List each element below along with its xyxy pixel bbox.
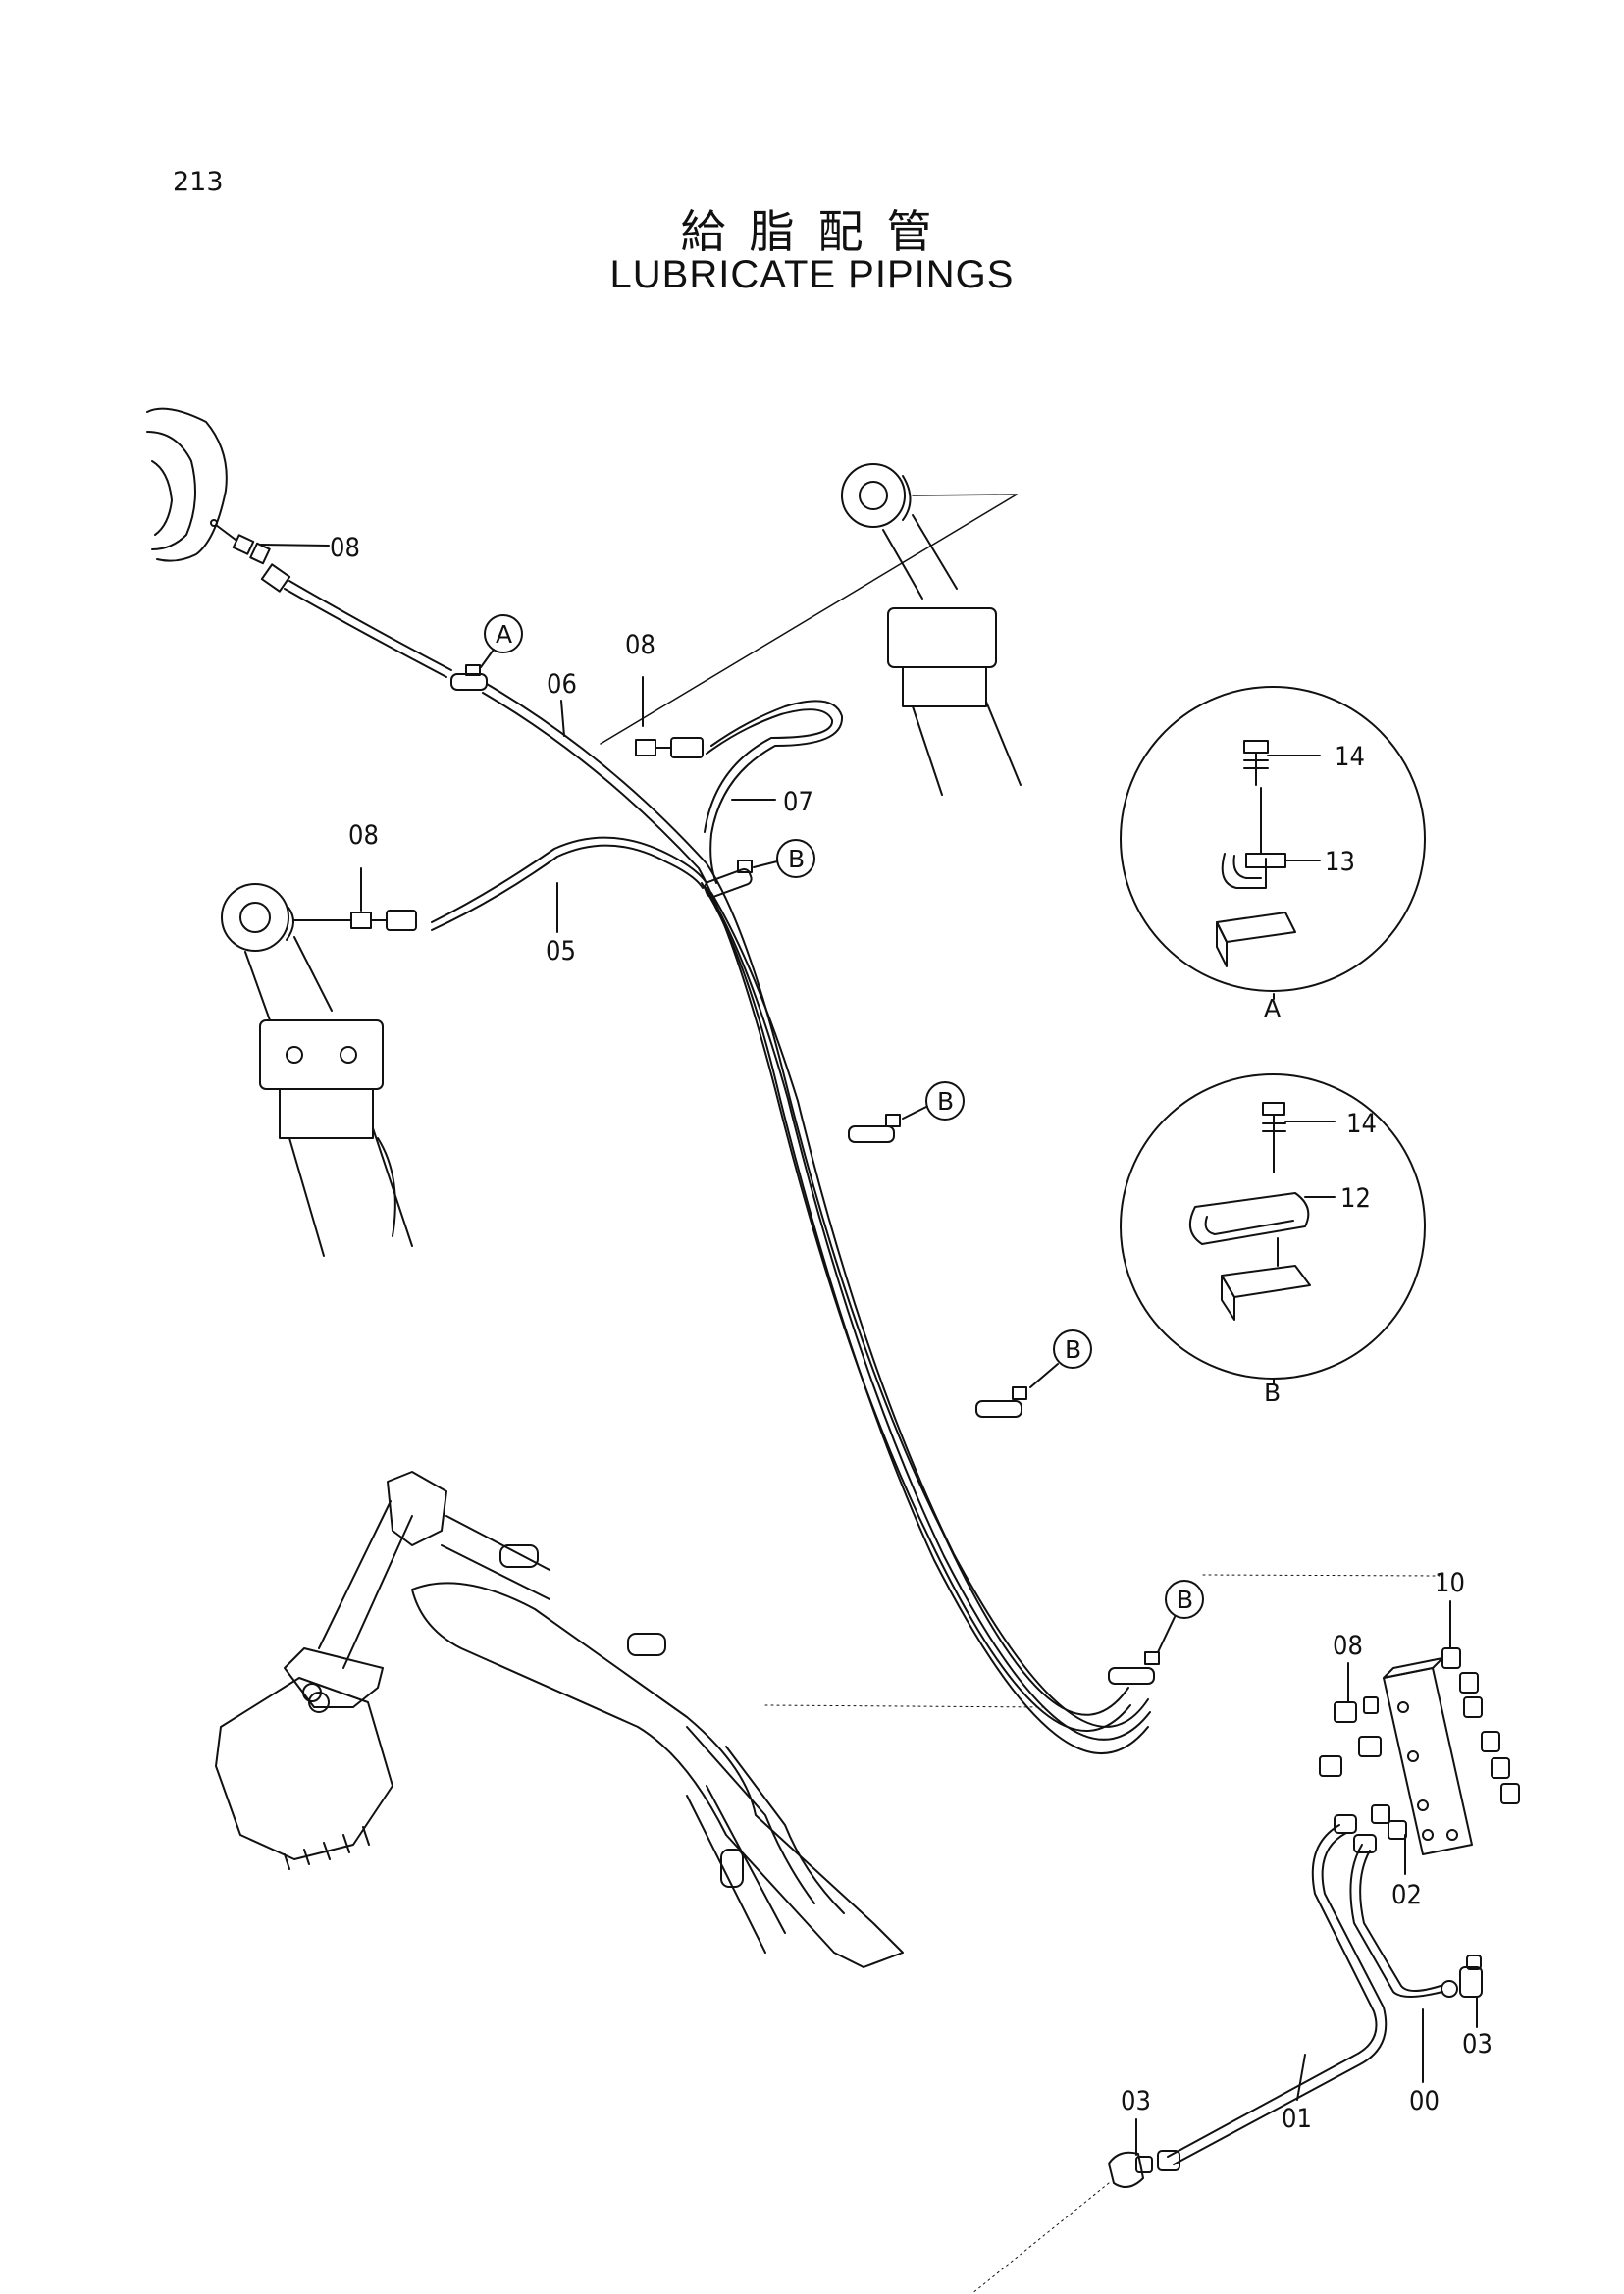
callout-02: 02 bbox=[1391, 1880, 1422, 1910]
main-hose-bundle bbox=[482, 683, 1151, 1754]
b-marker-2: B bbox=[937, 1087, 954, 1116]
elbow-fitting-03-right bbox=[1459, 1955, 1483, 1998]
detail-b-view bbox=[1120, 1073, 1426, 1380]
excavator-overview-drawing bbox=[215, 1471, 904, 1968]
grease-nipples-10 bbox=[1441, 1647, 1520, 1804]
callout-08-manifold: 08 bbox=[1333, 1631, 1363, 1661]
callout-07: 07 bbox=[783, 787, 813, 817]
grease-manifold-block bbox=[1383, 1657, 1473, 1855]
b-marker-1-circle bbox=[776, 839, 815, 878]
callout-03-right: 03 bbox=[1462, 2029, 1493, 2059]
callout-08-left: 08 bbox=[348, 820, 379, 851]
b-marker-3-circle bbox=[1053, 1329, 1092, 1369]
callout-13: 13 bbox=[1325, 847, 1355, 877]
callout-08-upper: 08 bbox=[625, 630, 655, 660]
elbow-fitting-03-left bbox=[1108, 2151, 1153, 2188]
callout-12: 12 bbox=[1340, 1183, 1371, 1214]
fitting-02 bbox=[1371, 1804, 1407, 1840]
b-marker-1: B bbox=[788, 845, 805, 873]
clamp-b-3 bbox=[975, 1386, 1027, 1418]
hose-05 bbox=[293, 836, 707, 931]
clamp-b-1 bbox=[704, 860, 753, 899]
b-marker-4-circle bbox=[1165, 1580, 1204, 1619]
slewing-housing-drawing bbox=[146, 407, 228, 562]
hose-08-top-left bbox=[215, 524, 452, 678]
b-marker-4: B bbox=[1177, 1586, 1193, 1614]
detail-a-label: A bbox=[1264, 994, 1281, 1022]
page-title-japanese: 給脂配管 bbox=[680, 205, 956, 258]
clamp-b-4 bbox=[1108, 1651, 1160, 1685]
pipe-00 bbox=[1349, 1834, 1458, 1998]
callout-10: 10 bbox=[1435, 1568, 1465, 1598]
callout-05: 05 bbox=[546, 936, 576, 966]
callout-14-detail-a: 14 bbox=[1335, 742, 1365, 772]
clamp-b-2 bbox=[848, 1114, 901, 1143]
a-marker: A bbox=[496, 620, 512, 649]
page-number: 213 bbox=[173, 167, 224, 197]
b-marker-2-circle bbox=[925, 1081, 965, 1121]
detail-a-view bbox=[1120, 686, 1426, 992]
page-title: LUBRICATE PIPINGS bbox=[609, 253, 1015, 296]
leader-08a bbox=[260, 544, 330, 547]
clamp-a bbox=[450, 664, 488, 691]
pipe-01 bbox=[1157, 1814, 1388, 2171]
callout-00: 00 bbox=[1409, 2086, 1440, 2116]
callout-14-detail-b: 14 bbox=[1346, 1109, 1377, 1139]
upper-right-cylinder-drawing bbox=[841, 463, 1022, 796]
fittings-08-right bbox=[1319, 1696, 1382, 1777]
b-marker-3: B bbox=[1065, 1335, 1081, 1364]
a-marker-circle bbox=[484, 614, 523, 653]
hose-07 bbox=[635, 700, 844, 884]
callout-08-housing: 08 bbox=[330, 533, 360, 563]
callout-03-left: 03 bbox=[1121, 2086, 1151, 2116]
callout-06: 06 bbox=[547, 669, 577, 700]
detail-b-label: B bbox=[1264, 1379, 1281, 1407]
callout-01: 01 bbox=[1282, 2104, 1312, 2134]
left-cylinder-drawing bbox=[221, 883, 413, 1257]
